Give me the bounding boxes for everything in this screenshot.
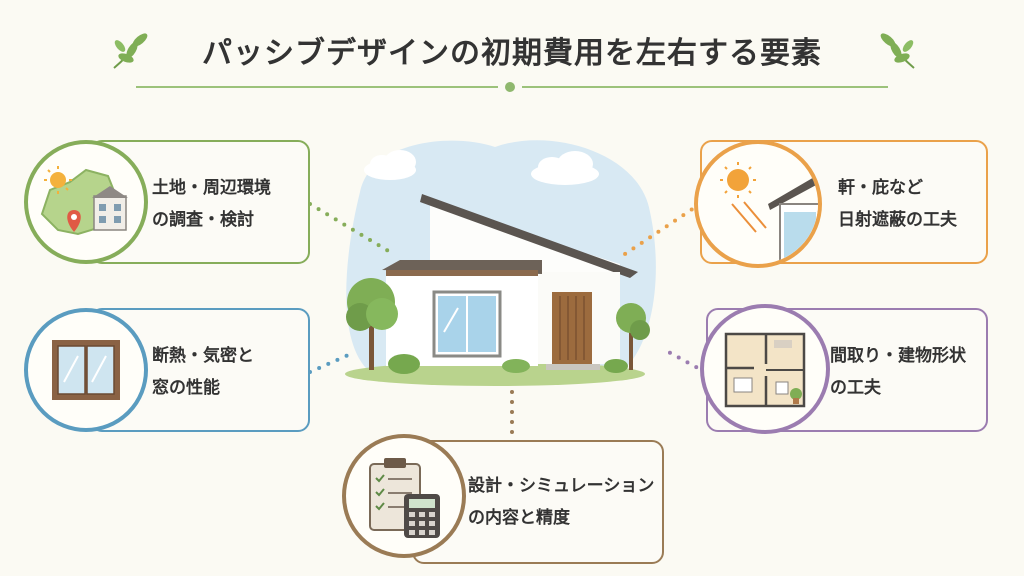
factor-simulation-line1: 設計・シミュレーション <box>468 476 655 496</box>
factor-insulation-line1: 断熱・気密と <box>152 346 254 366</box>
factor-layout-text: 間取り・建物形状 の工夫 <box>830 340 966 404</box>
factor-layout-line1: 間取り・建物形状 <box>830 346 966 366</box>
factor-simulation-text: 設計・シミュレーション の内容と精度 <box>468 470 654 534</box>
factor-land-line2: の調査・検討 <box>152 210 254 230</box>
title-rule-left <box>136 86 498 88</box>
factor-land-line1: 土地・周辺環境 <box>152 178 271 198</box>
factor-simulation-line2: の内容と精度 <box>468 508 570 528</box>
sun-eaves-icon <box>720 162 818 264</box>
factor-eaves-text: 軒・庇など 日射遮蔽の工夫 <box>838 172 957 236</box>
factor-land-text: 土地・周辺環境 の調査・検討 <box>152 172 271 236</box>
right-leaf-icon <box>880 33 915 69</box>
factor-layout-line2: の工夫 <box>830 378 881 398</box>
factor-insulation-text: 断熱・気密と 窓の性能 <box>152 340 254 404</box>
factor-land-badge <box>24 140 148 264</box>
factor-simulation-badge <box>342 434 466 558</box>
house-illustration <box>345 140 656 386</box>
factor-eaves-line2: 日射遮蔽の工夫 <box>838 210 957 230</box>
cloud-left-icon <box>364 150 416 180</box>
factor-layout-badge <box>700 304 830 434</box>
page-title: パッシブデザインの初期費用を左右する要素 <box>202 36 822 71</box>
factor-eaves-line1: 軒・庇など <box>838 178 923 198</box>
factor-insulation-line2: 窓の性能 <box>152 378 220 398</box>
factor-insulation-badge <box>24 308 148 432</box>
floor-plan-icon <box>724 332 806 408</box>
title-rule-right <box>522 86 888 88</box>
clipboard-calculator-icon <box>369 458 440 538</box>
left-leaf-icon <box>113 33 148 69</box>
title-rule-dot <box>505 82 515 92</box>
map-sun-pin-icon <box>40 166 128 236</box>
cloud-right-icon <box>531 151 599 185</box>
factor-eaves-badge <box>694 140 822 268</box>
window-icon <box>52 340 120 400</box>
